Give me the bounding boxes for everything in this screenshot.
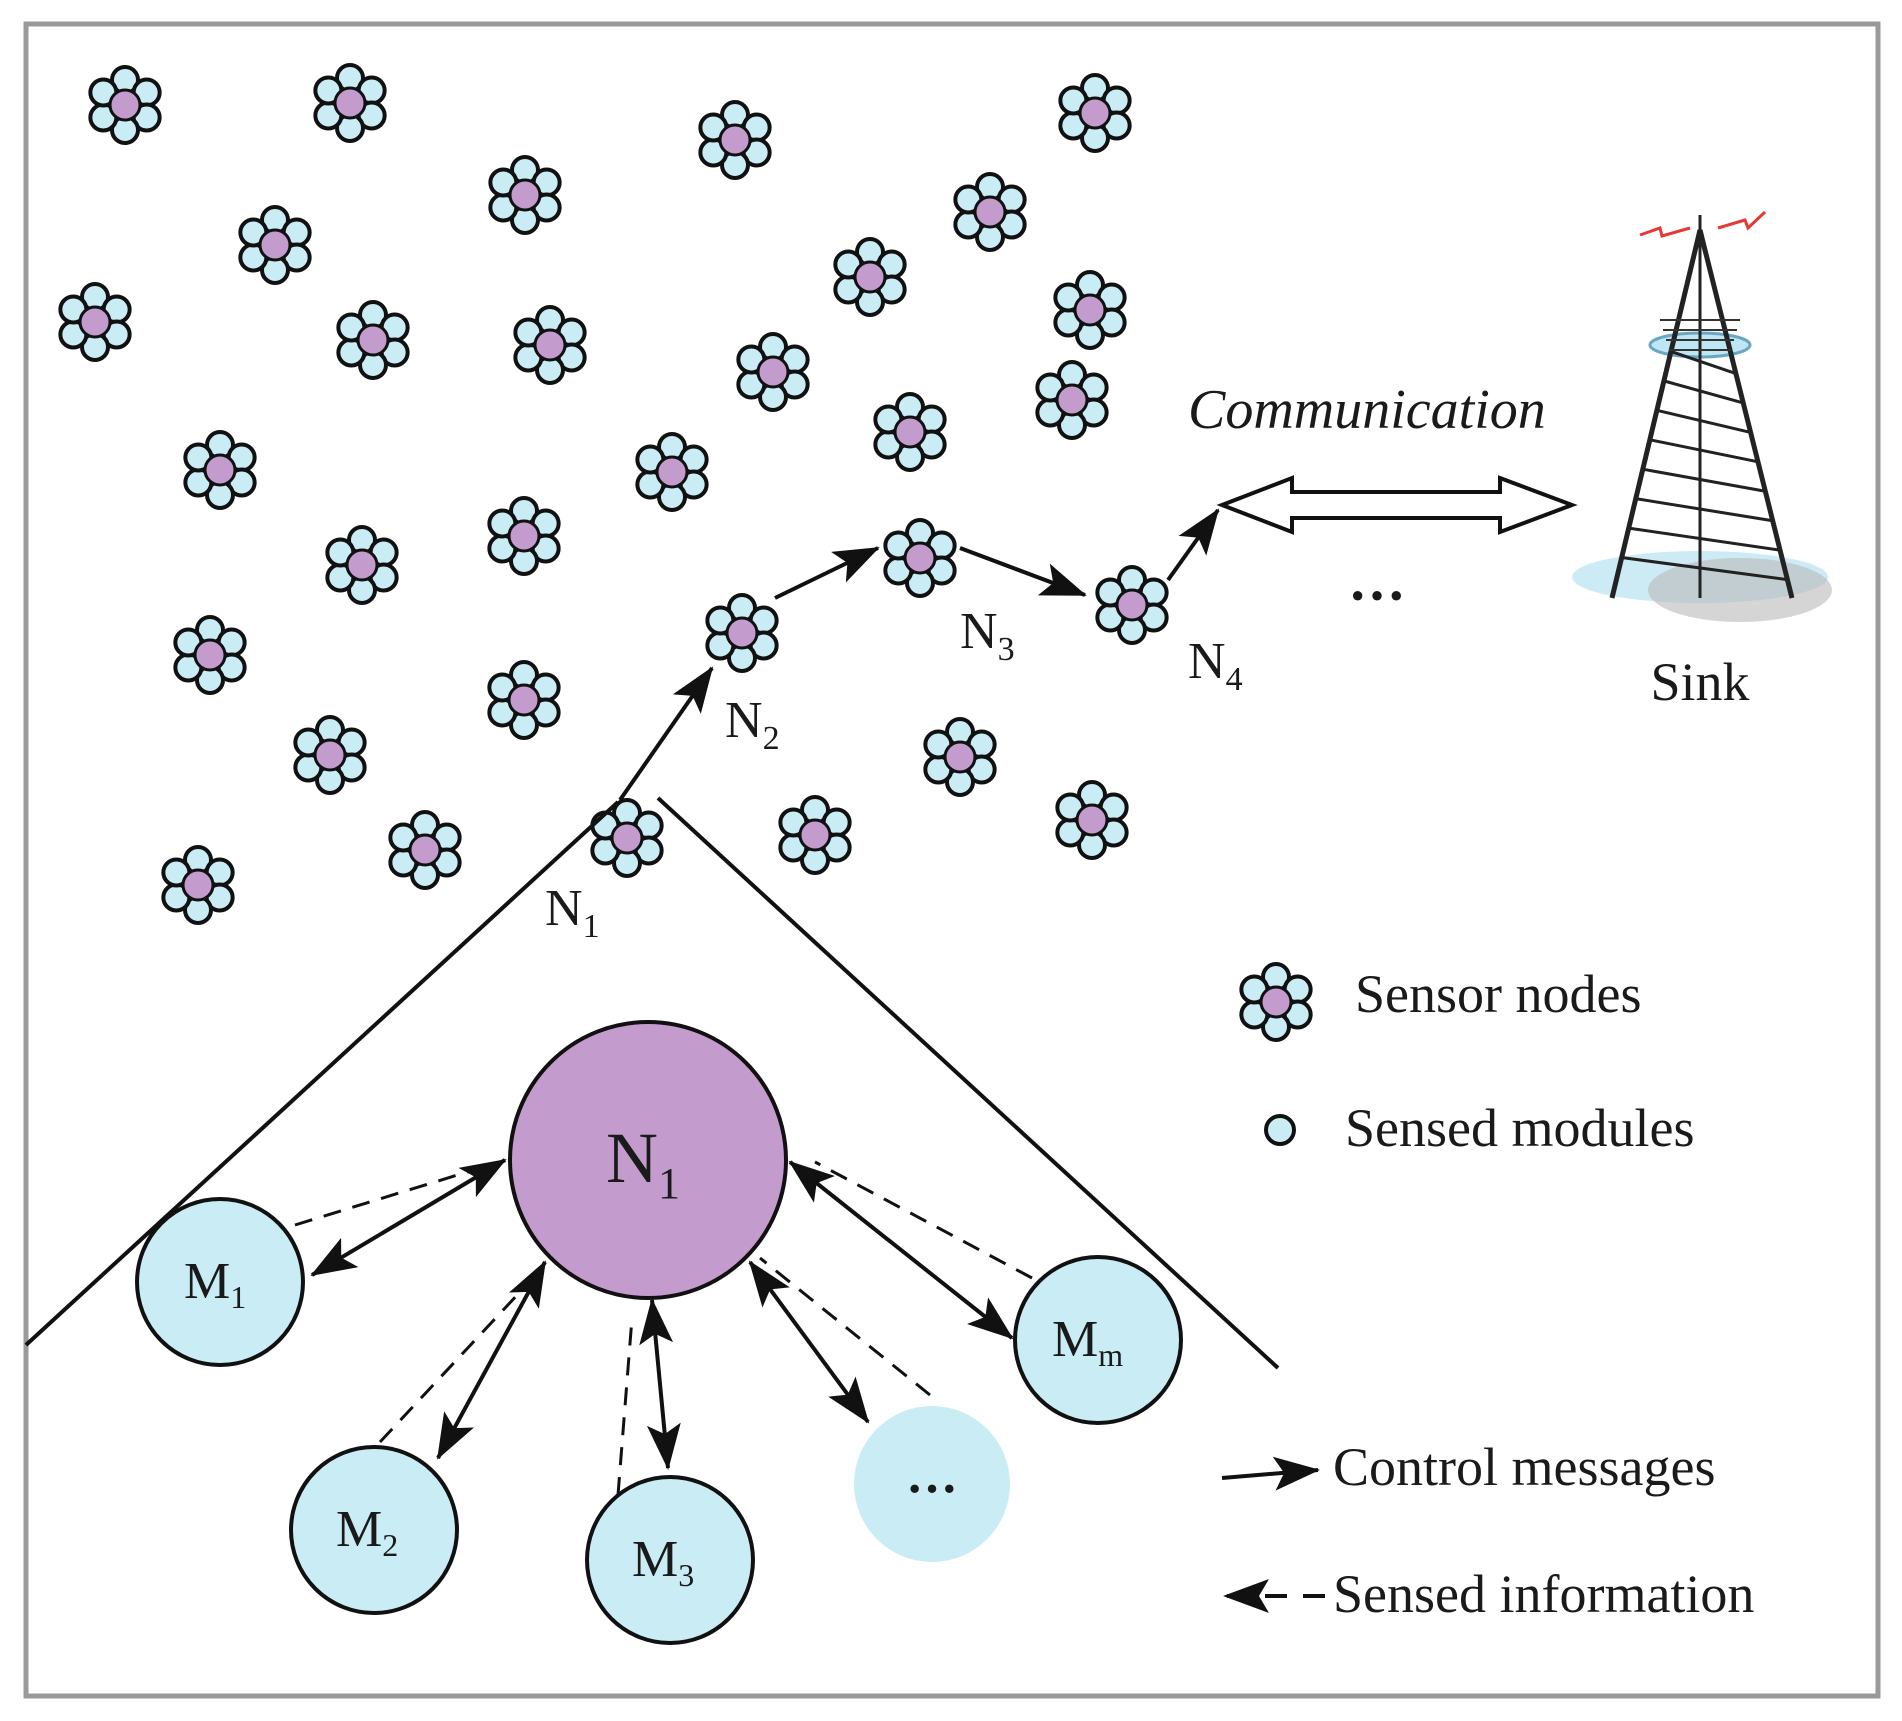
control-link-m2 — [436, 1260, 547, 1460]
zoom-wedge — [24, 796, 1280, 1370]
legend: Sensor nodes Sensed modules Control mess… — [1221, 962, 1754, 1624]
control-link-mm — [788, 1160, 1014, 1340]
sensor-node — [1058, 73, 1132, 153]
sensor-node — [513, 305, 587, 385]
sensor-node — [923, 717, 997, 797]
path-node-n3 — [883, 518, 957, 598]
sensed-link-m1 — [294, 1163, 491, 1227]
sensed-module-mm: Mm — [1013, 1255, 1183, 1425]
sensor-node — [778, 795, 852, 875]
sensed-module-ellipsis: ··· — [854, 1406, 1010, 1562]
path-node-labels: N1 N2 N3 N4 — [545, 603, 1243, 945]
communication-arrow — [1216, 475, 1578, 535]
sensed-module-m3: M3 — [585, 1475, 755, 1645]
sensor-node — [293, 715, 367, 795]
legend-flower — [1239, 962, 1313, 1042]
control-link-m1 — [310, 1158, 507, 1277]
sink-label: Sink — [1650, 652, 1749, 712]
svg-text:···: ··· — [906, 1461, 958, 1518]
sensor-node — [1035, 360, 1109, 440]
path-arrow-n3-n4 — [959, 546, 1087, 597]
legend-sensed-modules: Sensed modules — [1345, 1098, 1694, 1158]
path-node-label-n3: N3 — [960, 603, 1015, 668]
sensor-node — [313, 63, 387, 143]
svg-text:N1: N1 — [606, 1118, 680, 1208]
sensor-node — [833, 237, 907, 317]
sensor-node — [173, 615, 247, 695]
sensor-node — [487, 496, 561, 576]
svg-text:Mm: Mm — [1052, 1311, 1123, 1373]
sensor-node — [161, 845, 235, 925]
path-node-label-n4: N4 — [1188, 633, 1243, 698]
control-link-m3 — [639, 1298, 681, 1470]
sensor-node — [58, 282, 132, 362]
sensor-node — [953, 172, 1027, 252]
path-arrow-n2-n3 — [774, 546, 880, 600]
sensed-link-m2 — [378, 1290, 522, 1444]
sensed-module-m1: M1 — [135, 1197, 305, 1367]
sensor-node — [388, 810, 462, 890]
hub-node-n1: N1 — [508, 1020, 788, 1300]
svg-text:M3: M3 — [632, 1531, 694, 1593]
path-arrow-n4-comm — [1166, 508, 1220, 582]
sensor-node — [238, 205, 312, 285]
sensor-node — [736, 332, 810, 412]
sensor-node — [488, 155, 562, 235]
legend-control-arrow-icon — [1221, 1456, 1320, 1491]
sink-tower-icon — [1572, 210, 1832, 622]
legend-sensor-nodes: Sensor nodes — [1355, 964, 1641, 1024]
svg-text:M2: M2 — [336, 1501, 398, 1563]
routing-path — [618, 508, 1220, 802]
sensor-node — [1055, 780, 1129, 860]
sensed-link-ellipsis — [759, 1256, 931, 1397]
sensor-node — [183, 430, 257, 510]
sensor-node — [325, 525, 399, 605]
sensor-node — [873, 392, 947, 472]
path-node-n2 — [705, 593, 779, 673]
hub-module-links — [294, 1158, 1033, 1496]
path-arrow-n1-n2 — [618, 666, 714, 802]
sensed-link-m3 — [616, 1317, 634, 1496]
path-node-label-n2: N2 — [725, 692, 780, 757]
sensor-node-field — [58, 63, 1169, 925]
sensor-node — [336, 300, 410, 380]
communication-label: Communication — [1188, 379, 1546, 441]
legend-sensed-module-icon — [1264, 1114, 1296, 1146]
diagram-frame — [23, 21, 1881, 1699]
path-node-label-n1: N1 — [545, 880, 600, 945]
legend-control-messages: Control messages — [1333, 1437, 1715, 1497]
path-node-n1 — [590, 798, 664, 878]
control-link-ellipsis — [748, 1260, 870, 1424]
sensor-node — [1053, 270, 1127, 350]
sensor-node — [635, 432, 709, 512]
sensed-link-mm — [814, 1160, 1033, 1280]
legend-sensed-information: Sensed information — [1333, 1564, 1754, 1624]
sensor-node — [698, 100, 772, 180]
path-node-n4 — [1095, 565, 1169, 645]
svg-text:M1: M1 — [184, 1253, 246, 1315]
path-ellipsis: ··· — [1348, 563, 1406, 628]
sensor-node — [487, 660, 561, 740]
legend-sensor-node-icon — [1239, 962, 1313, 1042]
sensed-module-m2: M2 — [289, 1445, 459, 1615]
sensor-node — [88, 65, 162, 145]
